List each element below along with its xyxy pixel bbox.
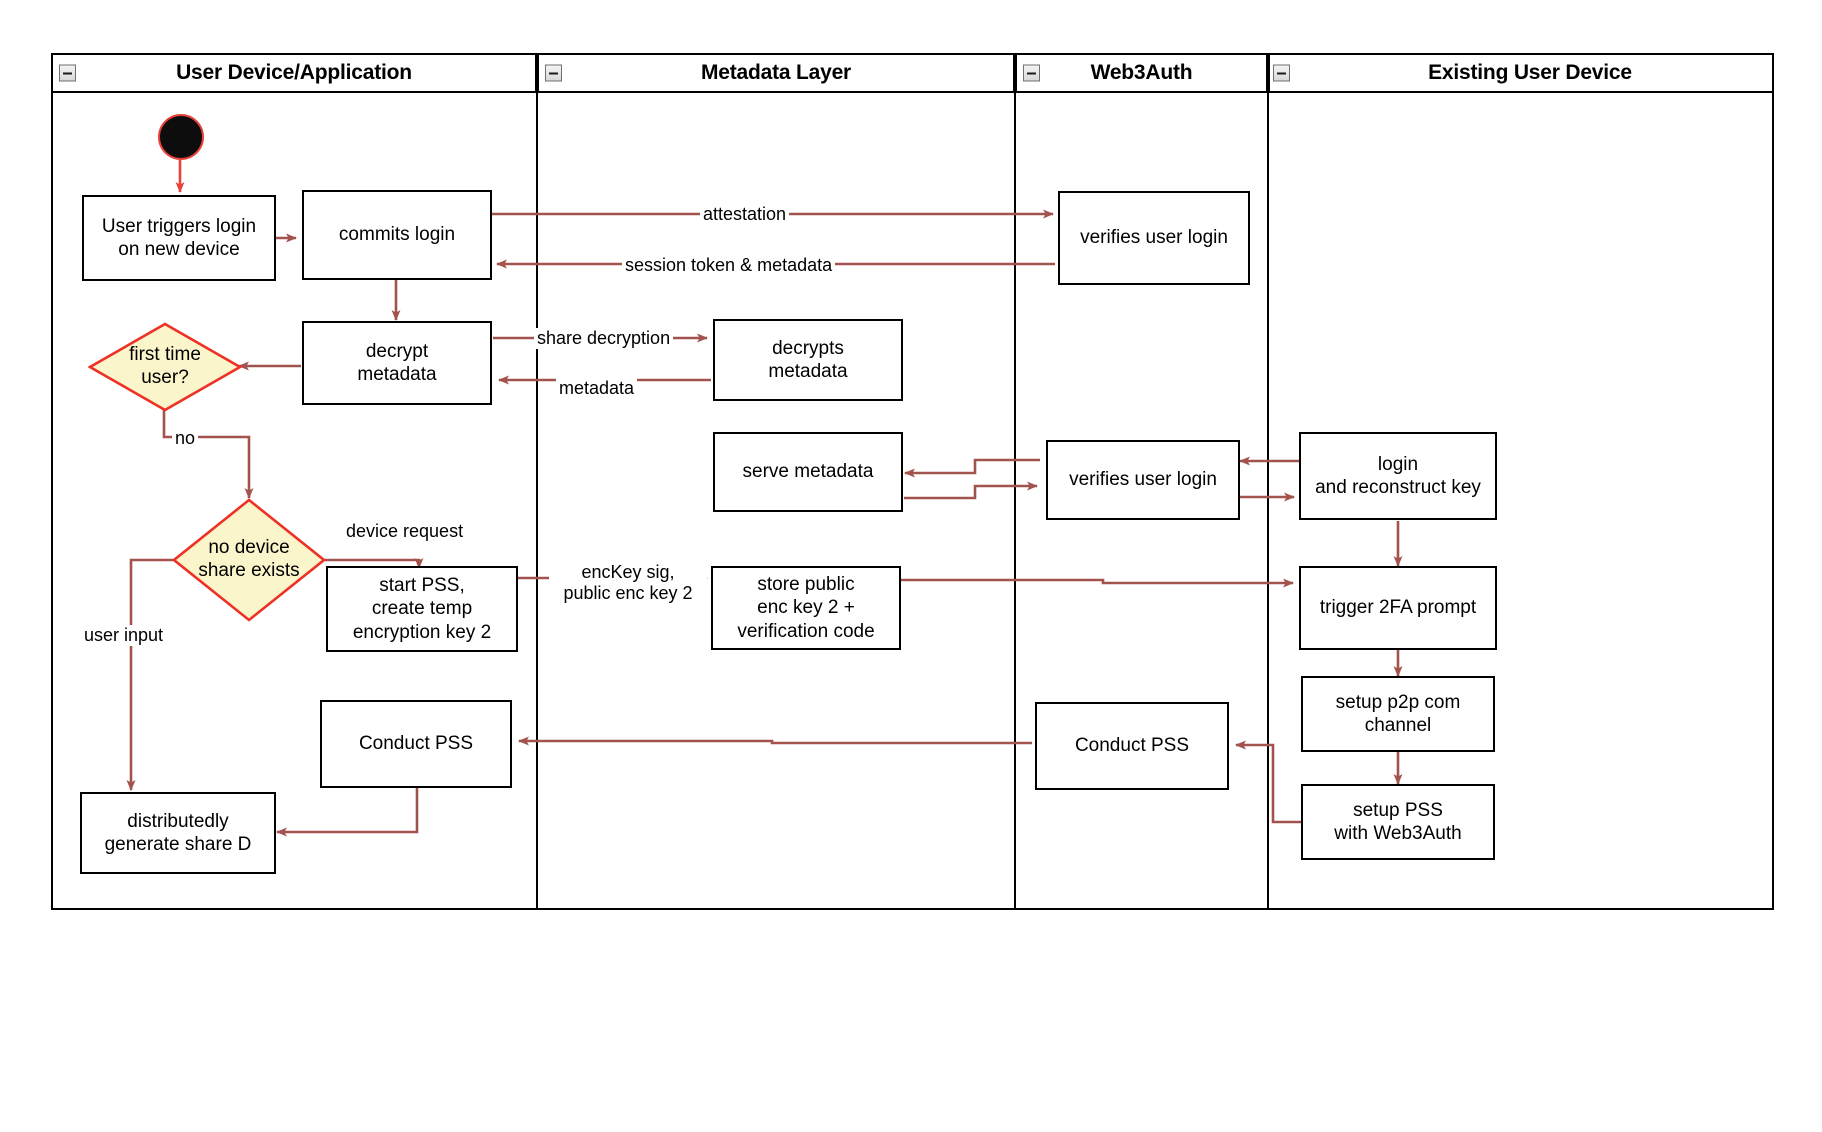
edge-label-user-input: user input [81, 625, 167, 647]
node-conduct-pss-user[interactable]: Conduct PSS [320, 700, 512, 788]
node-conduct-pss-web3auth[interactable]: Conduct PSS [1035, 702, 1229, 790]
node-user-triggers-login[interactable]: User triggers login on new device [82, 195, 276, 281]
minus-icon[interactable] [1273, 64, 1290, 82]
node-commits-login[interactable]: commits login [302, 190, 492, 280]
lane-title-existing-device: Existing User Device [1428, 61, 1632, 84]
node-start-pss[interactable]: start PSS, create temp encryption key 2 [326, 566, 518, 652]
lane-divider-2 [1014, 93, 1016, 910]
node-store-public-enc-key[interactable]: store public enc key 2 + verification co… [711, 566, 901, 650]
edge-label-share-decryption: share decryption [534, 328, 674, 350]
edge-label-no: no [172, 428, 199, 450]
lane-header-user-device[interactable]: User Device/Application [51, 53, 537, 93]
edge-label-enckey-sig: encKey sig, public enc key 2 [549, 562, 707, 605]
lane-title-metadata-layer: Metadata Layer [700, 61, 852, 84]
node-setup-p2p[interactable]: setup p2p com channel [1301, 676, 1495, 752]
edge-label-device-request: device request [343, 521, 467, 543]
node-login-reconstruct-key[interactable]: login and reconstruct key [1299, 432, 1497, 520]
lane-divider-3 [1267, 93, 1269, 910]
lane-divider-1 [536, 93, 538, 910]
node-decrypt-metadata[interactable]: decrypt metadata [302, 321, 492, 405]
edge-label-session-token: session token & metadata [622, 255, 836, 277]
minus-icon[interactable] [1023, 64, 1040, 82]
node-verifies-user-login-2[interactable]: verifies user login [1046, 440, 1240, 520]
diamond-shape [88, 322, 242, 412]
lane-header-web3auth[interactable]: Web3Auth [1015, 53, 1268, 93]
node-distributedly-generate-share[interactable]: distributedly generate share D [80, 792, 276, 874]
lane-header-metadata-layer[interactable]: Metadata Layer [537, 53, 1015, 93]
node-setup-pss-web3auth[interactable]: setup PSS with Web3Auth [1301, 784, 1495, 860]
minus-icon[interactable] [59, 64, 76, 82]
swimlane-frame [51, 53, 1774, 910]
diamond-shape [172, 498, 326, 622]
decision-no-device-share[interactable]: no device share exists [172, 498, 326, 622]
lane-title-web3auth: Web3Auth [1090, 61, 1193, 84]
lane-title-user-device: User Device/Application [176, 61, 412, 84]
lane-header-existing-device[interactable]: Existing User Device [1268, 53, 1774, 93]
start-node [158, 114, 204, 160]
node-decrypts-metadata[interactable]: decrypts metadata [713, 319, 903, 401]
node-verifies-user-login-1[interactable]: verifies user login [1058, 191, 1250, 285]
edge-label-attestation: attestation [700, 204, 790, 226]
decision-first-time-user[interactable]: first time user? [88, 322, 242, 412]
node-serve-metadata[interactable]: serve metadata [713, 432, 903, 512]
node-trigger-2fa[interactable]: trigger 2FA prompt [1299, 566, 1497, 650]
minus-icon[interactable] [545, 64, 562, 82]
edge-label-metadata: metadata [556, 378, 638, 400]
